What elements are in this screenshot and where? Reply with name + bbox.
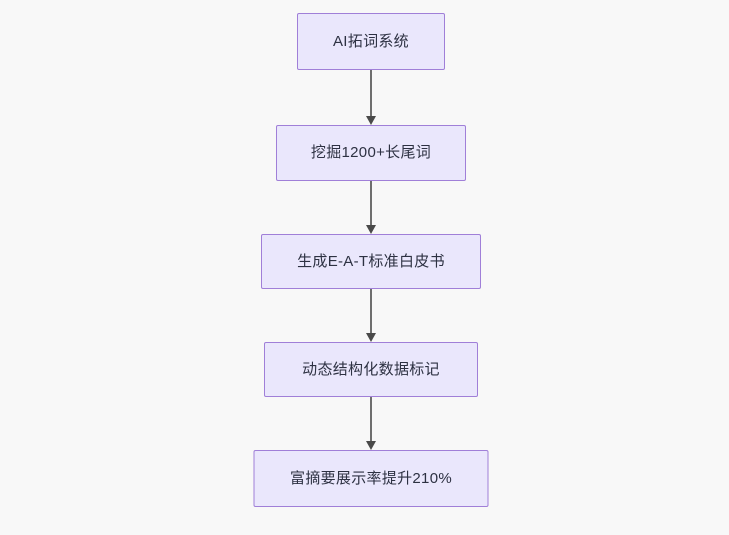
node-label: 挖掘1200+长尾词 xyxy=(310,144,432,161)
node-generate-eat-whitepaper[interactable]: 生成E-A-T标准白皮书 xyxy=(261,234,481,289)
node-rich-snippet-impression-uplift[interactable]: 富摘要展示率提升210% xyxy=(253,450,489,507)
connector-line-icon xyxy=(370,181,372,226)
flow-connector-2 xyxy=(364,181,378,234)
connector-line-icon xyxy=(370,397,372,442)
connector-line-icon xyxy=(370,289,372,334)
arrow-down-icon xyxy=(365,116,376,125)
node-label: AI拓词系统 xyxy=(333,32,409,50)
node-mine-longtail-keywords[interactable]: 挖掘1200+长尾词 xyxy=(276,125,466,181)
flow-connector-1 xyxy=(364,70,378,125)
node-label: 动态结构化数据标记 xyxy=(302,360,440,378)
connector-line-icon xyxy=(370,70,372,117)
arrow-down-icon xyxy=(365,333,376,342)
node-label: 富摘要展示率提升210% xyxy=(290,469,452,487)
arrow-down-icon xyxy=(365,225,376,234)
node-label: 生成E-A-T标准白皮书 xyxy=(297,252,445,270)
node-dynamic-structured-data-markup[interactable]: 动态结构化数据标记 xyxy=(264,342,478,397)
arrow-down-icon xyxy=(365,441,376,450)
flow-connector-3 xyxy=(364,289,378,342)
node-ai-keyword-expansion-system[interactable]: AI拓词系统 xyxy=(297,13,445,70)
flow-connector-4 xyxy=(364,397,378,450)
